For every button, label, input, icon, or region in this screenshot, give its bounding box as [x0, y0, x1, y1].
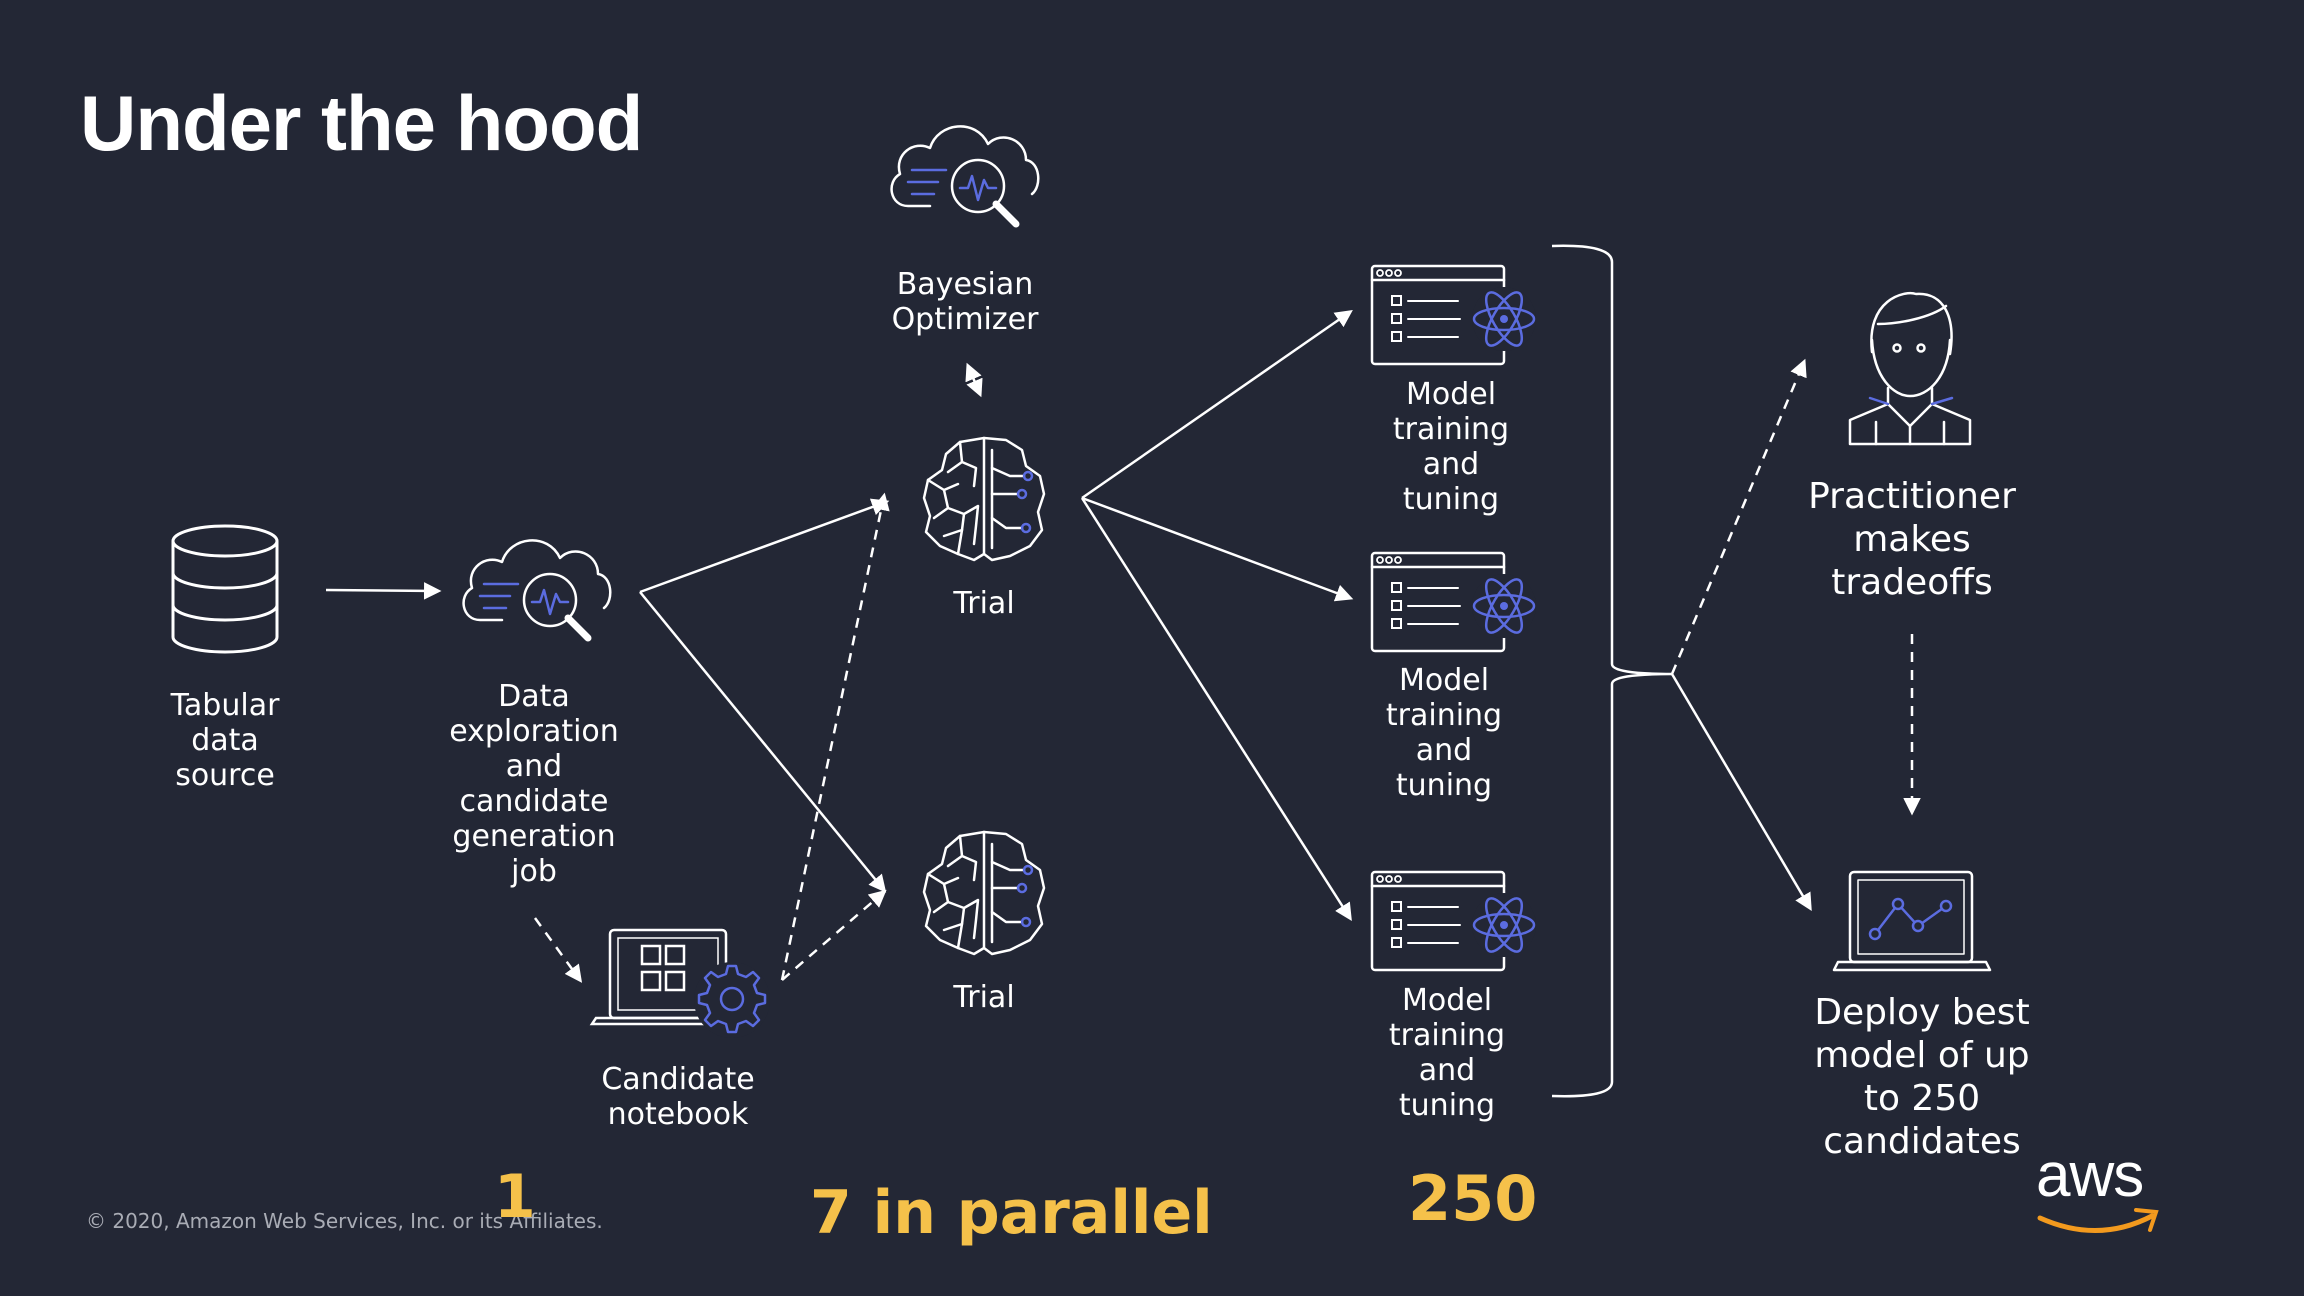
trial-top-label: Trial: [953, 586, 1015, 621]
trial-top-brain-icon: [922, 436, 1046, 562]
dashed-arrows: [533, 358, 1921, 983]
database-icon: [171, 524, 279, 654]
bayesian-optimizer-icon: [892, 126, 1039, 224]
practitioner-icon: [1848, 292, 1972, 446]
trial-bottom-label: Trial: [953, 980, 1015, 1015]
slide-title: Under the hood: [80, 79, 643, 167]
model-training-1-icon: [1370, 264, 1538, 366]
model-training-2-icon: [1370, 551, 1538, 653]
copyright-text: © 2020, Amazon Web Services, Inc. or its…: [86, 1209, 603, 1233]
trial-bottom-brain-icon: [922, 830, 1046, 956]
candidate-count: 1: [494, 1162, 536, 1232]
parallel-count: 7 in parallel: [810, 1178, 1213, 1248]
jobs-count: 250: [1408, 1162, 1538, 1235]
data-exploration-icon: [464, 540, 611, 638]
candidate-notebook-icon: [589, 928, 770, 1038]
flow-arrows: [325, 244, 1812, 1098]
model-training-3-icon: [1370, 870, 1538, 972]
deploy-laptop-icon: [1832, 870, 1992, 972]
aws-logo-text: aws: [2036, 1141, 2144, 1210]
aws-smile-icon: [2037, 1208, 2159, 1233]
